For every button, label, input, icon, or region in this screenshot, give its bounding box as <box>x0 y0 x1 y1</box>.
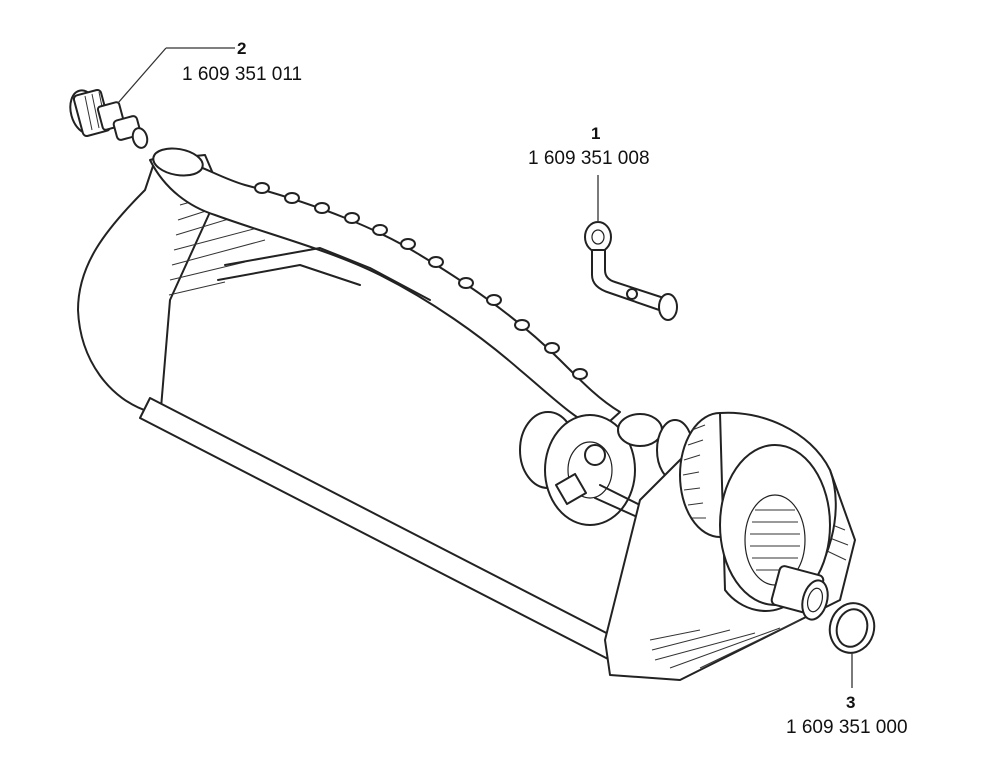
part-2-adapter <box>69 88 149 149</box>
motor-drum <box>679 411 837 612</box>
callout-1-part-number: 1 609 351 008 <box>528 148 650 169</box>
left-housing-hatching <box>168 194 281 296</box>
callout-1-number: 1 <box>591 124 601 143</box>
tube-end-cap <box>152 147 204 177</box>
callout-3-number: 3 <box>846 693 856 712</box>
leader-line-2 <box>117 47 235 104</box>
callout-2-number: 2 <box>237 39 247 58</box>
oscillating-tube <box>149 156 621 431</box>
callout-3-part-number: 1 609 351 000 <box>786 717 908 738</box>
part-1-link-arm <box>584 221 678 321</box>
nozzle-row <box>254 182 588 380</box>
sprinkler-assembly <box>77 147 856 681</box>
callout-2-part-number: 1 609 351 011 <box>182 64 303 85</box>
part-3-o-ring <box>828 602 876 654</box>
drive-gear-assembly <box>519 411 694 526</box>
hose-connector <box>770 565 829 621</box>
